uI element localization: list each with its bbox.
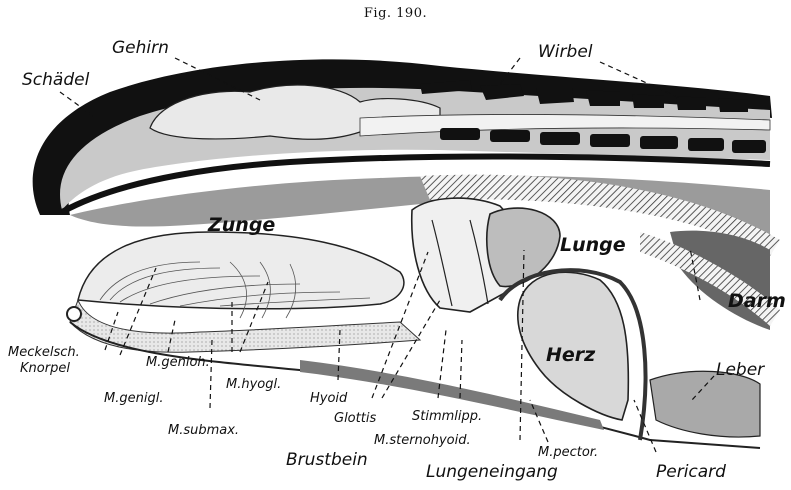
meckel-cartilage <box>67 307 81 321</box>
label-pericard: Pericard <box>656 464 726 481</box>
label-herz: Herz <box>546 346 595 365</box>
label-m-genioh: M.genioh. <box>146 356 210 369</box>
label-m-sternohyoid: M.sternohyoid. <box>374 434 471 447</box>
label-meckelsch: Meckelsch. <box>8 346 80 359</box>
label-m-genigl: M.genigl. <box>104 392 163 405</box>
label-zunge: Zunge <box>208 216 275 235</box>
label-darm: Darm <box>728 292 786 311</box>
liver <box>650 371 760 437</box>
label-brustbein: Brustbein <box>286 452 368 469</box>
label-glottis: Glottis <box>334 412 376 425</box>
tongue <box>78 232 404 309</box>
label-m-submax: M.submax. <box>168 424 239 437</box>
label-lunge: Lunge <box>560 236 626 255</box>
label-schaedel: Schädel <box>22 72 89 89</box>
label-lungeneingang: Lungeneingang <box>426 464 558 481</box>
label-stimmlipp: Stimmlipp. <box>412 410 482 423</box>
label-m-hyogl: M.hyogl. <box>226 378 281 391</box>
label-gehirn: Gehirn <box>112 40 169 57</box>
label-hyoid: Hyoid <box>310 392 347 405</box>
label-wirbel: Wirbel <box>538 44 593 61</box>
label-leber: Leber <box>716 362 764 379</box>
label-knorpel: Knorpel <box>20 362 70 375</box>
label-m-pector: M.pector. <box>538 446 598 459</box>
